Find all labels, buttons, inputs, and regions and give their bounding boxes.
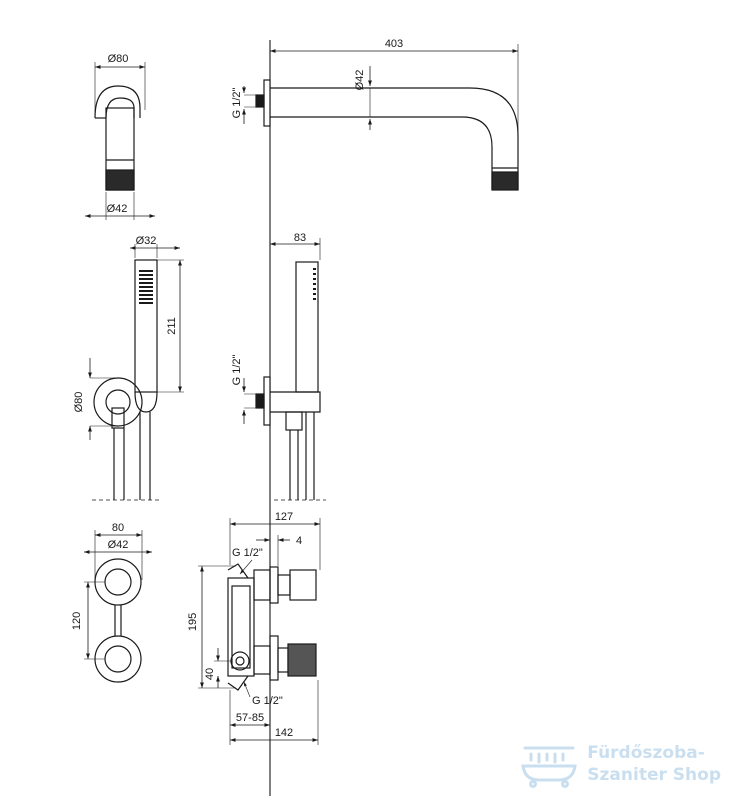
dim-valve-thread-bottom: G 1/2" <box>252 695 283 707</box>
dim-spout-tip: Ø42 <box>107 203 128 215</box>
spout-front-view <box>94 85 141 191</box>
dim-valve-thread-top: G 1/2" <box>232 547 263 559</box>
dim-spout-diameter: Ø42 <box>354 70 366 91</box>
dim-spout-rosette: Ø80 <box>108 53 129 65</box>
valve-front-view <box>94 558 142 683</box>
dim-spout-length: 403 <box>385 38 403 50</box>
dim-valve-depth: 127 <box>275 511 293 523</box>
handshower-front-view <box>93 259 158 500</box>
dim-valve-plate-inner: Ø42 <box>108 539 129 551</box>
spout-side-view <box>255 79 519 191</box>
dim-valve-install-range: 57-85 <box>236 712 264 724</box>
valve-side-view <box>227 563 317 691</box>
dim-handshower-rosette: Ø80 <box>73 392 85 413</box>
watermark-line1: Fürdőszoba- <box>587 743 705 763</box>
handshower-side-view <box>255 261 321 500</box>
dim-valve-total-depth: 142 <box>275 727 293 739</box>
dim-handshower-projection: 83 <box>294 232 306 244</box>
dim-valve-lower: 40 <box>204 668 216 680</box>
bathtub-icon <box>521 746 578 788</box>
dim-spout-thread: G 1/2" <box>231 88 243 119</box>
watermark-line2: Szaniter Shop <box>587 765 721 785</box>
dim-handshower-thread: G 1/2" <box>231 355 243 386</box>
dim-valve-height: 195 <box>187 613 199 631</box>
watermark: Fürdőszoba- Szaniter Shop <box>519 740 721 788</box>
dim-valve-offset: 4 <box>296 535 302 547</box>
dim-valve-plate-width: 80 <box>112 522 124 534</box>
dim-handshower-head: Ø32 <box>136 235 157 247</box>
dim-handshower-length: 211 <box>166 317 178 335</box>
dim-valve-spacing: 120 <box>71 612 83 630</box>
